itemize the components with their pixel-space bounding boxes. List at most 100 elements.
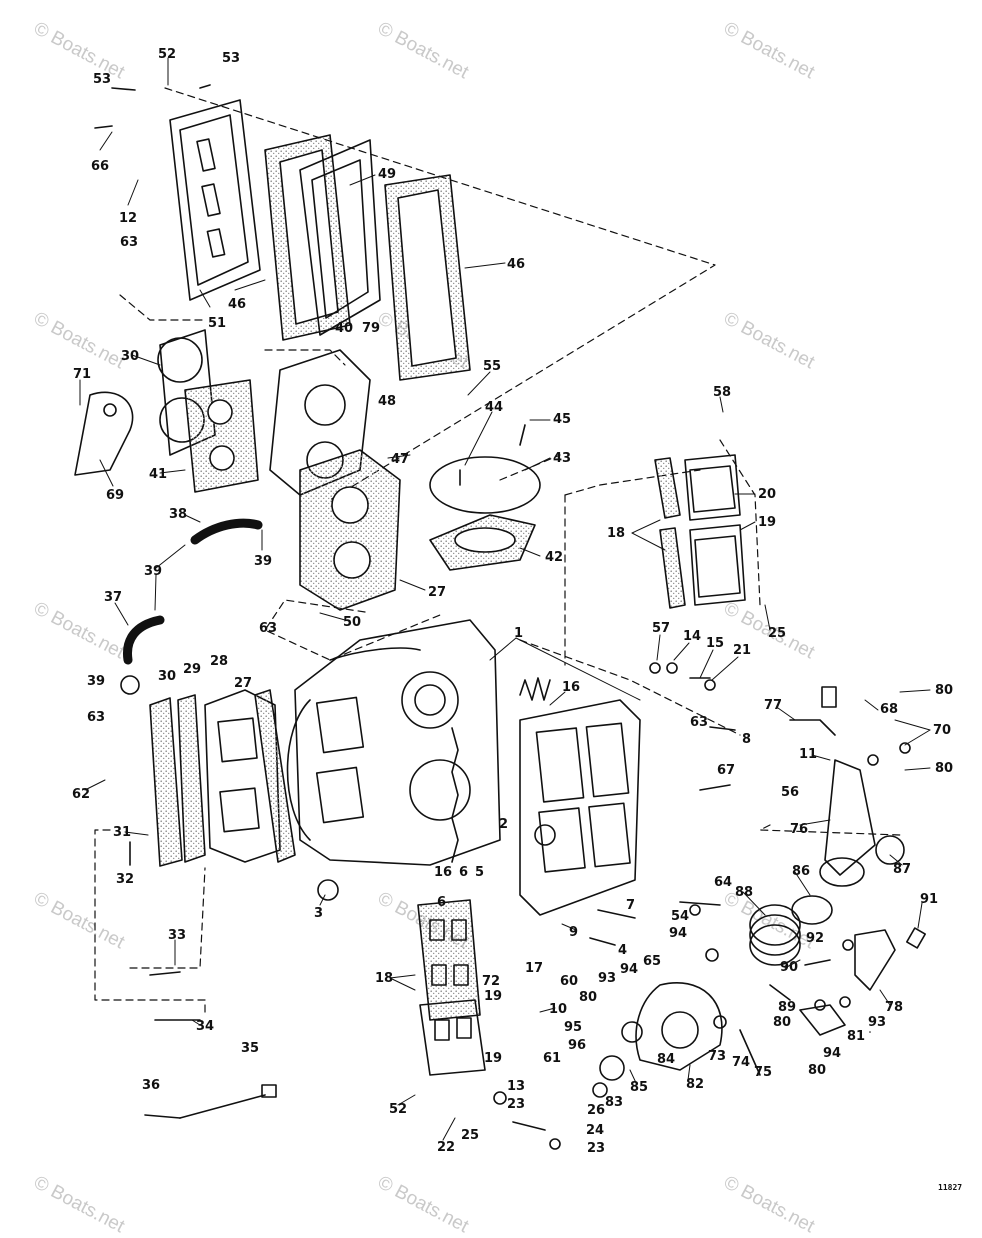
part-label-3: 3 bbox=[314, 906, 324, 921]
part-label-54: 54 bbox=[671, 909, 690, 924]
part-label-11: 11 bbox=[799, 747, 818, 762]
part-label-56: 56 bbox=[781, 785, 800, 800]
part-label-25b: 25 bbox=[461, 1128, 480, 1143]
part-label-86: 86 bbox=[792, 864, 811, 879]
part-label-29: 29 bbox=[183, 662, 202, 677]
part-label-15: 15 bbox=[706, 636, 725, 651]
part-label-62: 62 bbox=[72, 787, 91, 802]
part-label-77: 77 bbox=[764, 698, 783, 713]
part-label-53b: 53 bbox=[93, 72, 112, 87]
part-label-68: 68 bbox=[880, 702, 899, 717]
part-label-49: 49 bbox=[378, 167, 397, 182]
part-label-94b: 94 bbox=[620, 962, 639, 977]
part-label-93b: 93 bbox=[868, 1015, 887, 1030]
part-label-25a: 25 bbox=[768, 626, 787, 641]
part-label-93a: 93 bbox=[598, 971, 617, 986]
part-label-80e: 80 bbox=[808, 1063, 827, 1078]
part-label-43: 43 bbox=[553, 451, 572, 466]
part-label-94c: 94 bbox=[823, 1046, 842, 1061]
part-label-58: 58 bbox=[713, 385, 732, 400]
part-label-27a: 27 bbox=[428, 585, 447, 600]
part-label-19a: 19 bbox=[758, 515, 777, 530]
exhaust-cover-plate bbox=[169, 99, 261, 301]
part-label-14: 14 bbox=[683, 629, 702, 644]
part-label-52b: 52 bbox=[389, 1102, 408, 1117]
part-label-92: 92 bbox=[806, 931, 825, 946]
part-label-65: 65 bbox=[643, 954, 662, 969]
part-label-47: 47 bbox=[391, 452, 410, 467]
part-label-33: 33 bbox=[168, 928, 187, 943]
exploded-parts-diagram: © Boats.net © Boats.net © Boats.net © Bo… bbox=[30, 18, 962, 1237]
part-label-63d: 63 bbox=[690, 715, 709, 730]
part-label-50: 50 bbox=[343, 615, 362, 630]
part-label-39c: 39 bbox=[87, 674, 106, 689]
part-label-7: 7 bbox=[626, 898, 636, 913]
part-label-44: 44 bbox=[485, 400, 504, 415]
part-label-53a: 53 bbox=[222, 51, 241, 66]
part-label-23a: 23 bbox=[507, 1097, 526, 1112]
part-label-19b: 19 bbox=[484, 989, 503, 1004]
part-label-71: 71 bbox=[73, 367, 92, 382]
part-label-16b: 16 bbox=[434, 865, 453, 880]
part-label-72: 72 bbox=[482, 974, 501, 989]
part-label-66: 66 bbox=[91, 159, 110, 174]
part-label-20: 20 bbox=[758, 487, 777, 502]
leader-lines bbox=[79, 57, 931, 1141]
part-label-96: 96 bbox=[568, 1038, 587, 1053]
crankcase-block bbox=[286, 619, 501, 866]
part-label-61: 61 bbox=[543, 1051, 562, 1066]
part-label-34: 34 bbox=[196, 1019, 215, 1034]
part-label-16a: 16 bbox=[562, 680, 581, 695]
part-label-69: 69 bbox=[106, 488, 125, 503]
part-label-31: 31 bbox=[113, 825, 132, 840]
assembly-dashed-lines bbox=[94, 87, 901, 1013]
part-label-9: 9 bbox=[569, 925, 579, 940]
part-label-70: 70 bbox=[933, 723, 952, 738]
part-label-79: 79 bbox=[362, 321, 381, 336]
part-label-82: 82 bbox=[686, 1077, 705, 1092]
part-label-41: 41 bbox=[149, 467, 168, 482]
part-label-85: 85 bbox=[630, 1080, 649, 1095]
part-label-6b: 6 bbox=[437, 895, 447, 910]
part-label-80d: 80 bbox=[773, 1015, 792, 1030]
part-label-63c: 63 bbox=[87, 710, 106, 725]
part-label-22: 22 bbox=[437, 1140, 456, 1155]
part-label-39a: 39 bbox=[254, 554, 273, 569]
part-label-21: 21 bbox=[733, 643, 752, 658]
part-label-8: 8 bbox=[742, 732, 752, 747]
part-label-4: 4 bbox=[618, 943, 628, 958]
part-label-28: 28 bbox=[210, 654, 229, 669]
part-label-1: 1 bbox=[514, 626, 524, 641]
part-label-5: 5 bbox=[475, 865, 485, 880]
part-label-52: 52 bbox=[158, 47, 177, 62]
part-label-24: 24 bbox=[586, 1123, 605, 1138]
part-label-91: 91 bbox=[920, 892, 939, 907]
part-label-60: 60 bbox=[560, 974, 579, 989]
part-label-80a: 80 bbox=[935, 683, 954, 698]
part-label-27b: 27 bbox=[234, 676, 253, 691]
part-label-63a: 63 bbox=[120, 235, 139, 250]
part-label-55: 55 bbox=[483, 359, 502, 374]
part-label-74: 74 bbox=[732, 1055, 751, 1070]
part-label-94a: 94 bbox=[669, 926, 688, 941]
part-label-32: 32 bbox=[116, 872, 135, 887]
part-label-40: 40 bbox=[335, 321, 354, 336]
part-label-10: 10 bbox=[549, 1002, 568, 1017]
part-label-45: 45 bbox=[553, 412, 572, 427]
part-label-76: 76 bbox=[790, 822, 809, 837]
part-label-2: 2 bbox=[499, 817, 509, 832]
part-label-80b: 80 bbox=[935, 761, 954, 776]
part-label-90: 90 bbox=[780, 960, 799, 975]
part-label-46a: 46 bbox=[228, 297, 247, 312]
part-label-83: 83 bbox=[605, 1095, 624, 1110]
part-label-64: 64 bbox=[714, 875, 733, 890]
part-label-23b: 23 bbox=[587, 1141, 606, 1156]
part-label-18b: 18 bbox=[375, 971, 394, 986]
part-label-88: 88 bbox=[735, 885, 754, 900]
part-label-63b: 63 bbox=[259, 621, 278, 636]
part-label-19c: 19 bbox=[484, 1051, 503, 1066]
part-label-18a: 18 bbox=[607, 526, 626, 541]
part-label-87: 87 bbox=[893, 862, 912, 877]
part-label-38: 38 bbox=[169, 507, 188, 522]
part-label-78: 78 bbox=[885, 1000, 904, 1015]
